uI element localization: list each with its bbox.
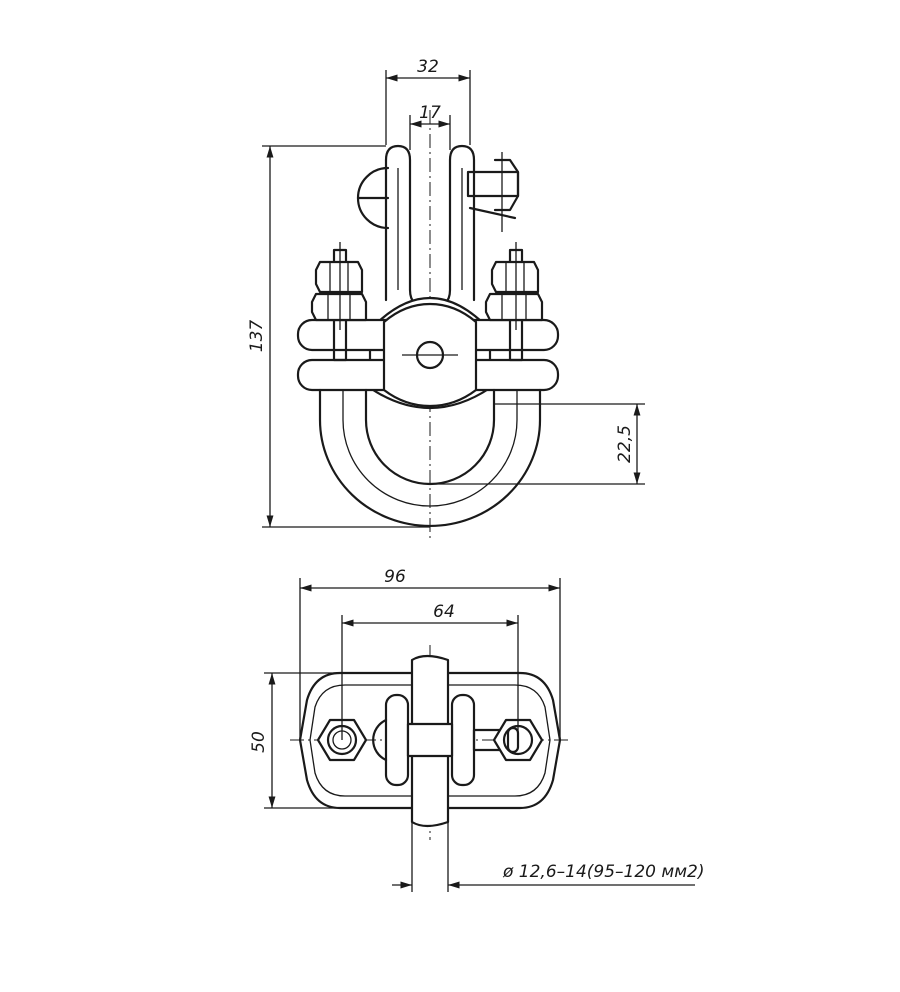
dim-width-top: 32 bbox=[417, 57, 439, 77]
dim-bolt-spacing: 64 bbox=[433, 602, 455, 622]
dim-slot-width: 17 bbox=[419, 103, 441, 123]
left-nut-stack bbox=[310, 242, 368, 330]
dim-loop-depth: 22,5 bbox=[615, 425, 635, 463]
right-jaw bbox=[450, 693, 476, 787]
left-jaw bbox=[384, 693, 410, 787]
u-bolt-outer bbox=[318, 388, 542, 528]
top-view: 96 64 50 ø 12,6–14(95–120 мм2) bbox=[249, 567, 705, 892]
front-view: 32 17 137 22,5 bbox=[247, 57, 645, 540]
dim-plate-width: 50 bbox=[249, 731, 269, 753]
dim-plate-length: 96 bbox=[384, 567, 406, 587]
fork-pin bbox=[466, 152, 520, 232]
dim-wire-diameter: ø 12,6–14(95–120 мм2) bbox=[502, 862, 705, 882]
right-nut-stack bbox=[484, 242, 544, 330]
dim-height-total: 137 bbox=[247, 320, 267, 353]
